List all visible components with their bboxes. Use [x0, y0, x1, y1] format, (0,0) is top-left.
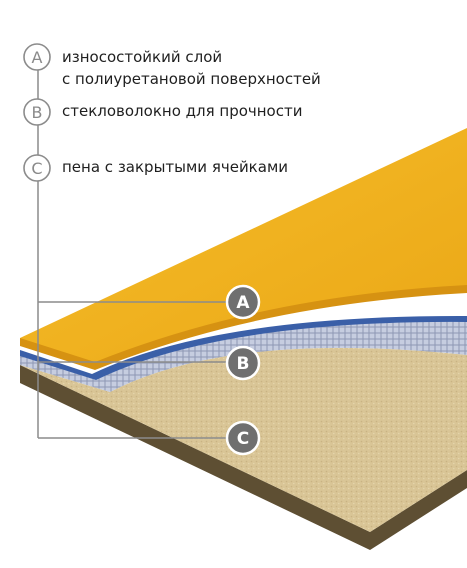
legend-a-line2: с полиуретановой поверхностей: [62, 70, 321, 88]
svg-text:B: B: [32, 103, 43, 122]
blue-strip: [20, 315, 467, 380]
wear-layer: [20, 128, 467, 368]
svg-text:B: B: [237, 354, 250, 374]
callout-c: C: [225, 420, 261, 456]
legend-item-c: пена с закрытыми ячейками: [62, 156, 288, 178]
legend-b-line1: стекловолокно для прочности: [62, 102, 303, 120]
legend-marker-c: C: [23, 154, 51, 182]
fiberglass-layer: [20, 319, 467, 392]
leader-lines: [37, 70, 228, 439]
svg-text:A: A: [32, 48, 43, 67]
legend-c-line1: пена с закрытыми ячейками: [62, 158, 289, 176]
svg-text:A: A: [236, 293, 250, 313]
svg-text:C: C: [237, 429, 249, 449]
legend-item-b: стекловолокно для прочности: [62, 100, 302, 122]
callout-b: B: [225, 345, 261, 381]
legend-a-line1: износостойкий слой: [62, 48, 223, 66]
svg-text:C: C: [31, 159, 42, 178]
legend-item-a: износостойкий слой с полиуретановой пове…: [62, 46, 321, 90]
callout-a: A: [225, 284, 261, 320]
legend-marker-b: B: [23, 98, 51, 126]
legend-marker-a: A: [23, 43, 51, 71]
wear-layer-edge: [20, 285, 467, 370]
